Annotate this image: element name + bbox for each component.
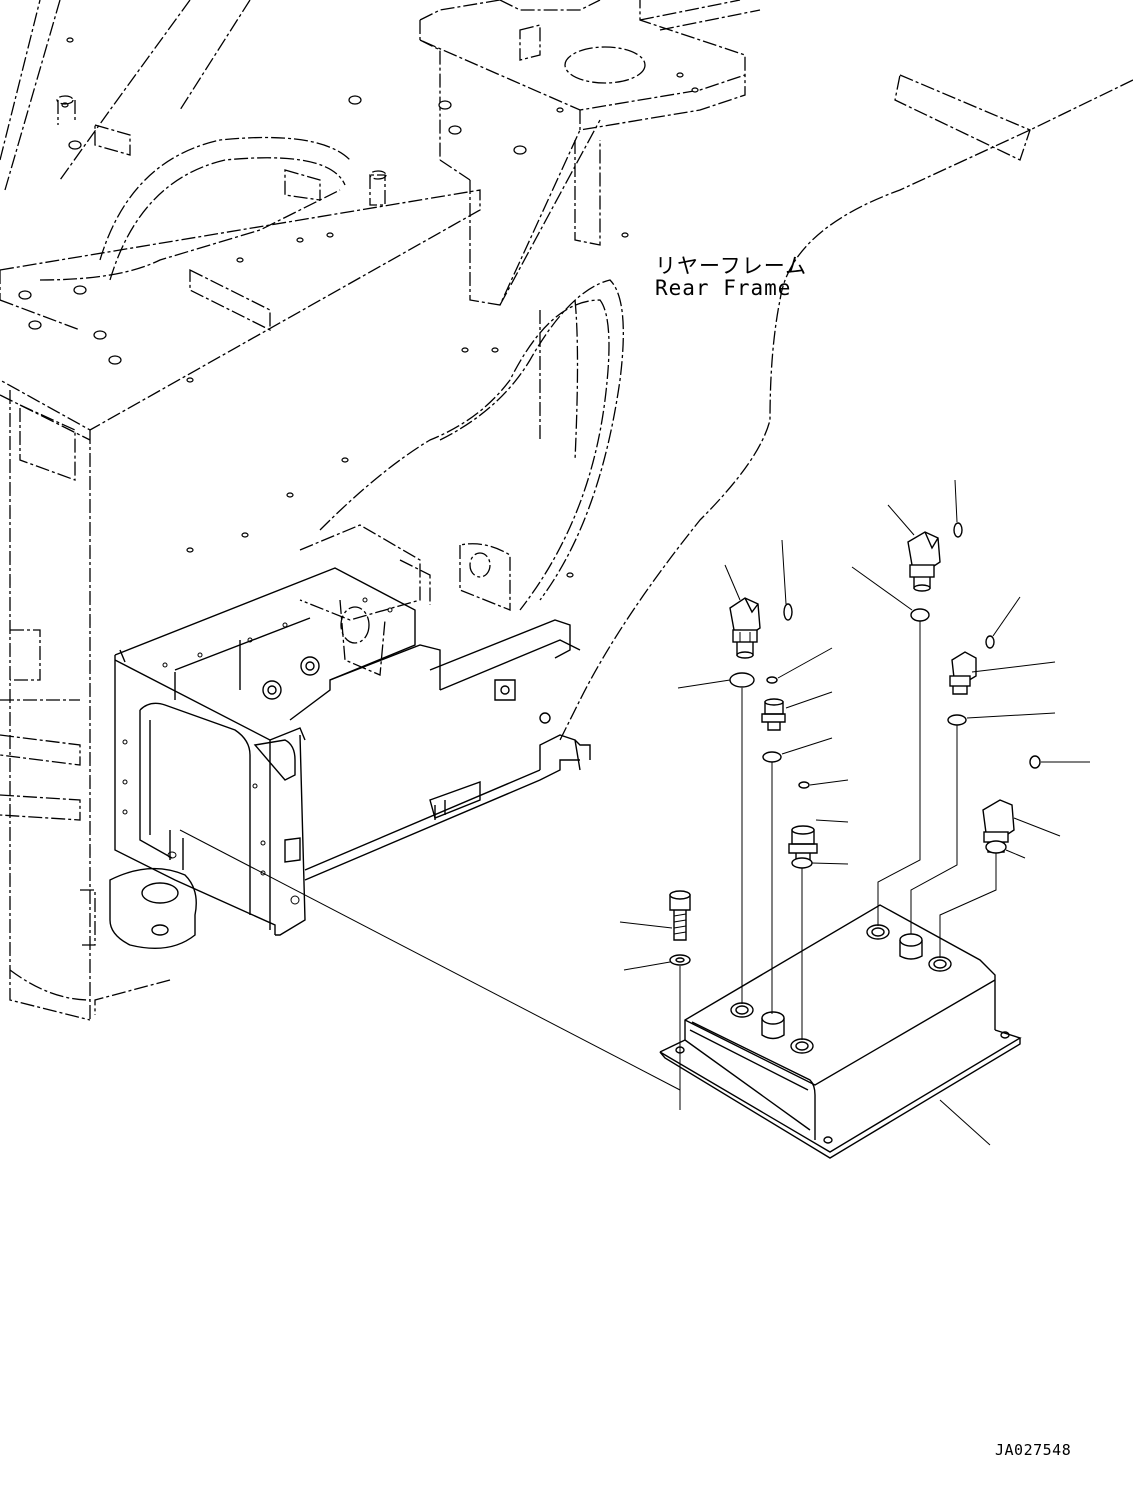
fittings [669,522,1041,966]
drawing-code: JA027548 [995,1441,1072,1459]
control-unit [659,904,1022,1159]
leader-lines [619,479,1090,1090]
mounting-bracket [109,567,591,950]
rear-frame-outline [0,0,1133,1021]
rear-frame-label-jp: リヤーフレーム [655,254,808,278]
frame-holes [18,37,699,578]
rear-frame-label-en: Rear Frame [655,276,792,300]
location-leader [179,829,681,1110]
